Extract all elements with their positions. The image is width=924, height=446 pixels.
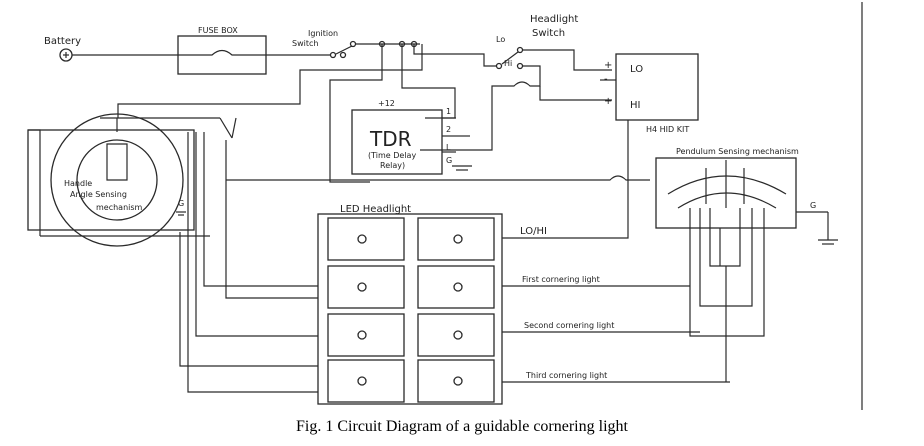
headlight-switch-label-2: Switch xyxy=(532,28,565,39)
led-headlight-label: LED Headlight xyxy=(340,204,411,215)
handle-ground-label: G xyxy=(178,199,184,208)
second-cornering-label: Second cornering light xyxy=(524,321,614,330)
fuse-box-label: FUSE BOX xyxy=(198,26,238,35)
fuse-box xyxy=(177,35,267,75)
handle-label-3: mechanism xyxy=(96,203,143,212)
pendulum-label: Pendulum Sensing mechanism xyxy=(676,147,799,156)
ignition-switch-label-1: Ignition xyxy=(308,29,338,38)
tdr-pin-1: 1 xyxy=(446,107,451,116)
handle-label-1: Handle xyxy=(64,179,92,188)
ignition-switch xyxy=(266,40,420,59)
first-cornering-label: First cornering light xyxy=(522,275,600,284)
tdr-sub-label-2: Relay) xyxy=(380,161,405,170)
tdr-relay xyxy=(351,109,472,175)
battery xyxy=(59,48,178,62)
tdr-sub-label-1: (Time Delay xyxy=(368,151,416,160)
pendulum-ground-label: G xyxy=(810,201,816,210)
tdr-pin-2: 2 xyxy=(446,125,451,134)
kit-plus-1: + xyxy=(604,60,612,71)
headlight-switch xyxy=(420,46,612,151)
headlight-switch-label-1: Headlight xyxy=(530,14,578,25)
kit-minus-1: - xyxy=(604,74,608,85)
kit-plus-2: + xyxy=(604,96,612,107)
handle-label-2: Angle Sensing xyxy=(70,190,127,199)
kit-hi-label: HI xyxy=(630,100,640,111)
h4-hid-kit-label: H4 HID KIT xyxy=(646,125,689,134)
tdr-plus12-label: +12 xyxy=(378,99,395,108)
ignition-switch-label-2: Switch xyxy=(292,39,318,48)
led-headlight xyxy=(317,213,503,405)
kit-lo-label: LO xyxy=(630,64,643,75)
third-cornering-label: Third cornering light xyxy=(525,371,607,380)
battery-label: Battery xyxy=(44,36,81,47)
tdr-pin-l: L xyxy=(446,143,451,152)
handle-angle-sensor xyxy=(27,113,237,247)
lo-switch-label: Lo xyxy=(496,35,505,44)
lo-hi-label: LO/HI xyxy=(520,226,547,237)
h4-hid-kit xyxy=(600,53,699,121)
tdr-pin-g: G xyxy=(446,156,452,165)
hi-switch-label: Hi xyxy=(504,59,512,68)
pendulum-sensor xyxy=(655,157,838,382)
figure-caption: Fig. 1 Circuit Diagram of a guidable cor… xyxy=(296,418,628,435)
tdr-label: TDR xyxy=(369,127,412,151)
